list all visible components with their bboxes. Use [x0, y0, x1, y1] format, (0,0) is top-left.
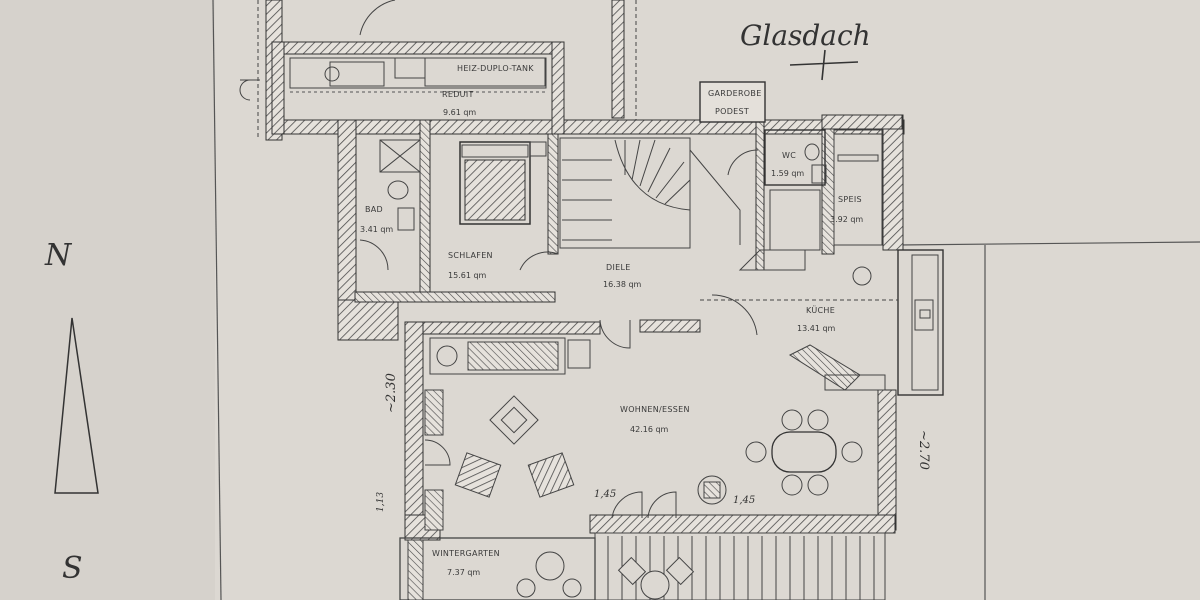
kueche-label: KÜCHE [806, 305, 835, 315]
schlafen-room: SCHLAFEN 15.61 qm [448, 141, 559, 280]
sheet-borders [212, 0, 1200, 600]
tank-label: HEIZ-DUPLO-TANK [457, 64, 534, 73]
dimension-right: ~2.70 [916, 430, 931, 470]
speis-room: SPEIS 3.92 qm [738, 129, 883, 271]
north-label: N [44, 238, 73, 273]
diele-area: 16.38 qm [603, 280, 642, 289]
wohnen-label: WOHNEN/ESSEN [620, 405, 690, 414]
diele-room: DIELE 16.38 qm [559, 137, 758, 349]
compass-needle-icon [54, 317, 99, 494]
speis-area: 3.92 qm [830, 215, 863, 224]
kueche-room: KÜCHE 13.41 qm [700, 249, 944, 396]
glasdach-note: Glasdach [740, 19, 871, 52]
bad-room: BAD 3.41 qm [359, 139, 421, 271]
handwritten-notes: Glasdach ~2.30 ~2.70 1,45 1,45 1,13 [376, 19, 931, 512]
reduit-area: 9.61 qm [443, 108, 476, 117]
wohnen-room: WOHNEN/ESSEN 42.16 qm [424, 337, 863, 531]
dimension-door-1: 1,45 [594, 489, 616, 500]
wc-label: WC [782, 151, 796, 160]
south-label: S [62, 551, 83, 586]
wintergarten-area: 7.37 qm [447, 568, 480, 577]
wintergarten-area: WINTERGARTEN 7.37 qm [399, 532, 886, 600]
outer-walls [337, 114, 904, 541]
bad-area: 3.41 qm [360, 225, 393, 234]
schlafen-area: 15.61 qm [448, 271, 487, 280]
kueche-area: 13.41 qm [797, 324, 836, 333]
garderobe-box: GARDEROBE PODEST [699, 81, 766, 123]
dimension-left: ~2.30 [384, 373, 399, 413]
garderobe-sub: PODEST [715, 107, 749, 116]
wohnen-area: 42.16 qm [630, 425, 669, 434]
bad-label: BAD [365, 205, 383, 214]
diele-label: DIELE [606, 263, 631, 272]
garderobe-label: GARDEROBE [708, 89, 762, 98]
reduit-label: REDUIT [442, 90, 474, 99]
dimension-door-2: 1,45 [733, 495, 755, 506]
speis-label: SPEIS [838, 195, 862, 204]
wintergarten-label: WINTERGARTEN [432, 549, 500, 558]
wc-area: 1.59 qm [771, 169, 804, 178]
schlafen-label: SCHLAFEN [448, 251, 493, 260]
north-arrow: N S [44, 238, 99, 586]
dimension-side: 1,13 [376, 492, 386, 512]
wc-room: WC 1.59 qm [727, 129, 827, 186]
